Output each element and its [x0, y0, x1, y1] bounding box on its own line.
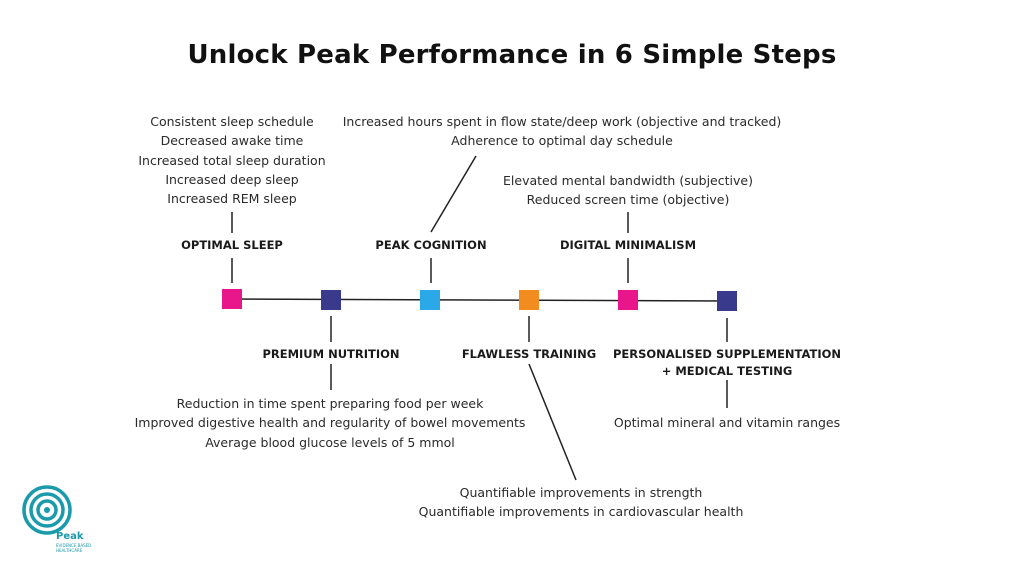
metrics-flawless-training: Quantifiable improvements in strength Qu…: [416, 483, 746, 522]
logo-wordmark: Peak: [56, 531, 84, 542]
metric-item: Reduction in time spent preparing food p…: [176, 396, 484, 411]
step-marker-peak-cognition: [420, 290, 440, 310]
metrics-optimal-sleep: Consistent sleep schedule Decreased awak…: [122, 112, 342, 208]
metric-item: Average blood glucose levels of 5 mmol: [205, 434, 455, 450]
step-label-supplementation-line1: PERSONALISED SUPPLEMENTATION: [612, 347, 842, 361]
metric-item: Elevated mental bandwidth (subjective): [503, 173, 753, 188]
metric-item: Increased REM sleep: [167, 191, 297, 207]
metric-item: Consistent sleep schedule: [150, 114, 314, 129]
step-label-digital-minimalism: DIGITAL MINIMALISM: [559, 238, 697, 252]
metric-item: Decreased awake time: [160, 133, 304, 149]
step-marker-optimal-sleep: [222, 289, 242, 309]
metric-item: Increased total sleep duration: [138, 152, 326, 168]
metrics-premium-nutrition: Reduction in time spent preparing food p…: [130, 394, 530, 452]
step-marker-supplementation: [717, 291, 737, 311]
logo-tagline-line1: EVIDENCE BASED: [56, 543, 92, 548]
step-label-premium-nutrition: PREMIUM NUTRITION: [262, 347, 400, 361]
logo-tagline: EVIDENCE BASED HEALTHCARE: [56, 543, 91, 553]
metric-item: Increased deep sleep: [165, 171, 299, 187]
step-marker-premium-nutrition: [321, 290, 341, 310]
step-marker-digital-minimalism: [618, 290, 638, 310]
page-title: Unlock Peak Performance in 6 Simple Step…: [187, 40, 837, 70]
step-label-supplementation: PERSONALISED SUPPLEMENTATION + MEDICAL T…: [607, 346, 847, 380]
metrics-digital-minimalism: Elevated mental bandwidth (subjective) R…: [498, 171, 758, 210]
metrics-supplementation: Optimal mineral and vitamin ranges: [607, 413, 847, 432]
metrics-peak-cognition: Increased hours spent in flow state/deep…: [332, 112, 792, 151]
metric-item: Reduced screen time (objective): [526, 192, 730, 208]
step-label-optimal-sleep: OPTIMAL SLEEP: [181, 238, 283, 252]
metric-item: Improved digestive health and regularity…: [134, 415, 526, 431]
metric-item: Optimal mineral and vitamin ranges: [613, 415, 841, 430]
metric-item: Adherence to optimal day schedule: [451, 133, 673, 149]
step-label-peak-cognition: PEAK COGNITION: [375, 238, 487, 252]
metric-item: Quantifiable improvements in strength: [459, 485, 703, 500]
peak-logo-icon: [22, 485, 72, 535]
step-label-supplementation-line2: + MEDICAL TESTING: [661, 364, 793, 378]
logo-tagline-line2: HEALTHCARE: [56, 548, 83, 553]
step-label-flawless-training: FLAWLESS TRAINING: [461, 347, 597, 361]
metric-item: Increased hours spent in flow state/deep…: [342, 114, 782, 129]
metric-item: Quantifiable improvements in cardiovascu…: [418, 504, 744, 520]
step-marker-flawless-training: [519, 290, 539, 310]
